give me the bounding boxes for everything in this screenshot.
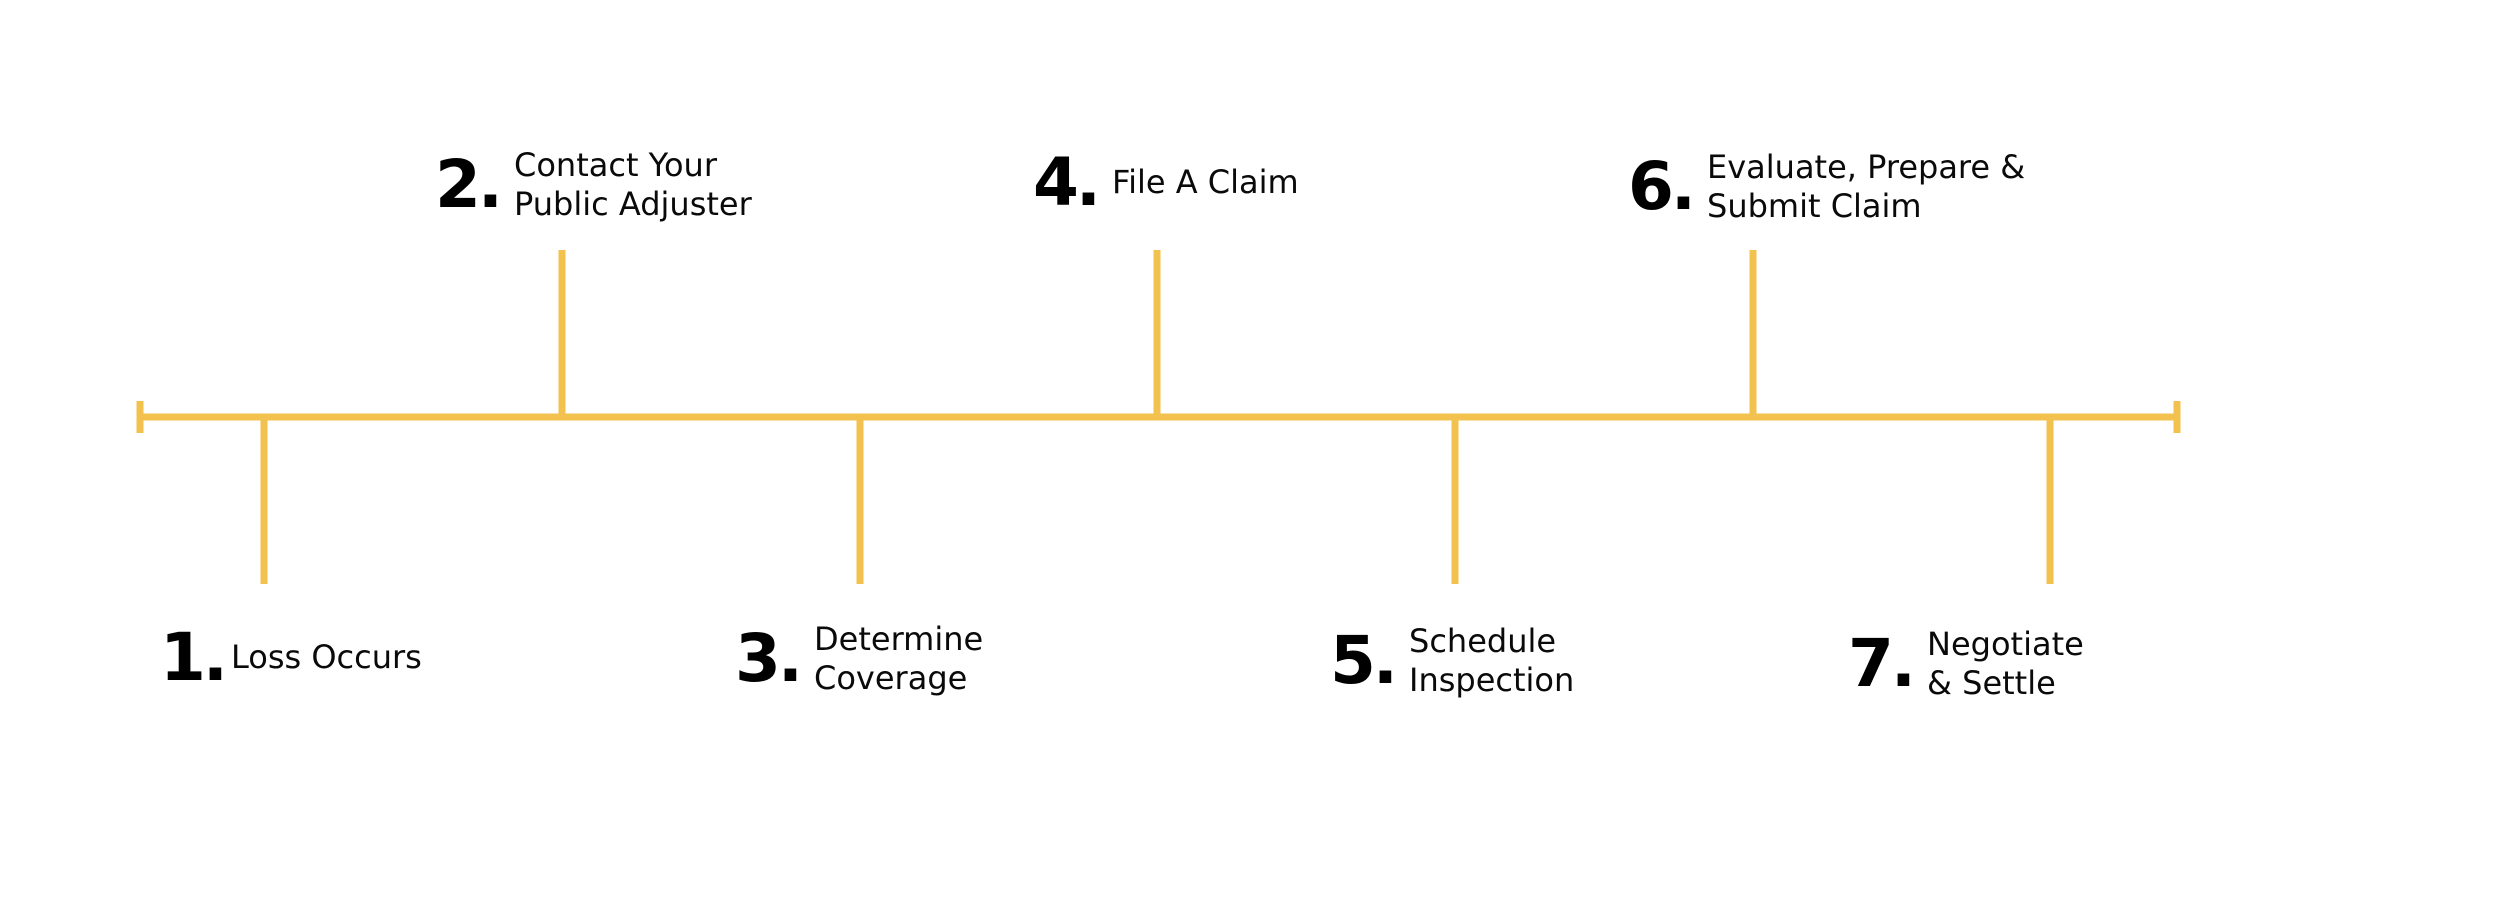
step-4: 4. File A Claim — [1033, 150, 1299, 216]
step-5-label-line-2: Inspection — [1409, 661, 1575, 700]
step-2-label: Contact Your Public Adjuster — [514, 146, 752, 224]
step-1-label: Loss Occurs — [231, 638, 422, 677]
step-3: 3. Determine Coverage — [735, 620, 983, 698]
step-7-number: 7. — [1848, 625, 1916, 703]
step-2: 2. Contact Your Public Adjuster — [435, 146, 752, 224]
step-1-label-line-1: Loss Occurs — [231, 638, 422, 677]
step-2-label-line-1: Contact Your — [514, 146, 717, 184]
step-7-label-line-1: Negotiate — [1927, 625, 2084, 663]
step-1: 1. Loss Occurs — [160, 625, 422, 691]
step-4-number: 4. — [1033, 144, 1101, 221]
step-6-label-line-2: Submit Claim — [1707, 187, 1922, 226]
step-6-label: Evaluate, Prepare & Submit Claim — [1707, 148, 2025, 226]
step-7-label-line-2: & Settle — [1927, 664, 2056, 703]
step-5-label: Schedule Inspection — [1409, 622, 1574, 700]
step-1-number: 1. — [160, 619, 228, 696]
step-2-label-line-2: Public Adjuster — [514, 185, 752, 224]
step-6-label-line-1: Evaluate, Prepare & — [1707, 148, 2026, 186]
step-4-label: File A Claim — [1112, 163, 1299, 202]
step-3-number: 3. — [735, 620, 803, 698]
step-5-label-line-1: Schedule — [1409, 622, 1557, 660]
step-7-label: Negotiate & Settle — [1927, 625, 2084, 703]
step-5: 5. Schedule Inspection — [1330, 622, 1574, 700]
step-3-label-line-1: Determine — [814, 620, 984, 658]
step-6-number: 6. — [1628, 148, 1696, 226]
step-2-number: 2. — [435, 146, 503, 224]
step-7: 7. Negotiate & Settle — [1848, 625, 2084, 703]
step-6: 6. Evaluate, Prepare & Submit Claim — [1628, 148, 2025, 226]
step-5-number: 5. — [1330, 622, 1398, 700]
step-4-label-line-1: File A Claim — [1112, 163, 1299, 202]
step-3-label: Determine Coverage — [814, 620, 983, 698]
step-3-label-line-2: Coverage — [814, 659, 968, 698]
